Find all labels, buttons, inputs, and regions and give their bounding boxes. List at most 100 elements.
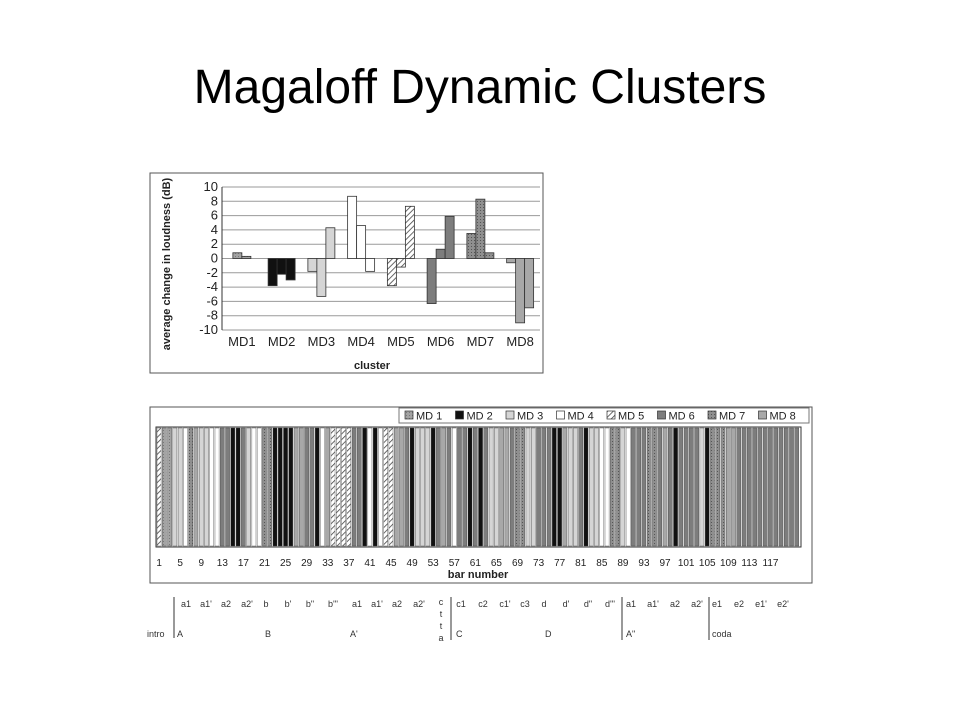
chart2-bar-md3 <box>177 427 183 547</box>
form-bottom-label: intro <box>147 629 165 639</box>
form-top-label: a2 <box>670 599 680 609</box>
chart1-bar-md6 <box>444 215 455 259</box>
chart2-bar-md6 <box>473 427 478 547</box>
chart1-bar-md1 <box>241 255 252 259</box>
chart2-bar-md2 <box>552 427 557 547</box>
chart1-x-tick: MD7 <box>467 334 494 349</box>
chart2-bar-md8 <box>325 427 330 547</box>
chart2-bar-md8 <box>399 427 404 547</box>
chart2-bar-md6 <box>689 427 694 547</box>
chart2-bar-md6 <box>794 427 800 547</box>
chart1-bar-md3 <box>316 258 327 297</box>
chart2-bar-md6 <box>578 427 583 547</box>
chart2-bar-md3 <box>531 427 536 547</box>
chart2-legend-swatch <box>707 410 717 420</box>
chart2-bar-md3 <box>198 427 204 547</box>
chart1-bar-md7 <box>475 198 486 259</box>
chart2-bar-md4 <box>251 427 257 547</box>
chart2-bar-md8 <box>562 427 568 547</box>
chart1-y-tick: 0 <box>211 251 218 266</box>
chart2-x-tick: 13 <box>217 558 229 569</box>
chart2-legend-box <box>398 407 810 424</box>
chart2-bar-md8 <box>393 427 399 547</box>
chart2-bar-md2 <box>314 427 320 547</box>
chart2-bar-md6 <box>483 427 489 547</box>
chart2-bar-md5 <box>388 427 394 547</box>
chart2-bar-md4 <box>378 427 383 547</box>
chart2-bar-md3 <box>573 427 578 547</box>
chart2-bar-md2 <box>272 427 278 547</box>
chart2-x-tick: 89 <box>617 558 629 569</box>
chart2-bar-md8 <box>504 427 510 547</box>
chart2-bar-md7 <box>615 427 620 547</box>
chart2-x-tick: 17 <box>238 558 250 569</box>
chart2-bar-md4 <box>599 427 605 547</box>
chart1-y-axis-title: average change in loudness (dB) <box>161 177 173 350</box>
form-top-label: b" <box>306 599 314 609</box>
chart2-x-tick: 45 <box>385 558 397 569</box>
chart2-x-tick: 73 <box>533 558 545 569</box>
chart2-bar-md6 <box>509 427 515 547</box>
chart1-y-tick: -6 <box>206 293 218 308</box>
chart2-bar-md6 <box>683 427 689 547</box>
chart1-bar-md6 <box>435 248 446 259</box>
form-top-label: d' <box>563 599 570 609</box>
chart2-bar-md6 <box>641 427 647 547</box>
chart2-bar-md5 <box>341 427 346 547</box>
chart1-x-tick: MD4 <box>347 334 374 349</box>
chart2-bar-md4 <box>625 427 631 547</box>
form-divider-lines <box>173 597 710 640</box>
form-top-label: c1 <box>456 599 466 609</box>
chart2-bar-md7 <box>715 427 720 547</box>
chart1-bar-md4 <box>347 195 358 259</box>
chart2-bar-md5 <box>335 427 341 547</box>
form-top-label: e1' <box>755 599 767 609</box>
chart2-x-axis-title: bar number <box>448 569 509 581</box>
form-top-label: d'" <box>605 599 615 609</box>
chart2-bar-md6 <box>783 427 789 547</box>
chart2-bar-md6 <box>762 427 768 547</box>
chart2-bar-md8 <box>293 427 299 547</box>
chart2-bars <box>156 427 800 547</box>
chart2-x-tick: 117 <box>763 558 779 569</box>
chart1-y-tick: 6 <box>211 208 218 223</box>
chart2-bar-md2 <box>673 427 678 547</box>
chart2-x-tick: 1 <box>156 558 162 569</box>
chart2-plot-border <box>155 426 802 548</box>
chart1-x-axis-title: cluster <box>354 360 391 372</box>
form-top-label: e2 <box>734 599 744 609</box>
chart1-bar-md8 <box>515 258 526 324</box>
chart2-bar-md2 <box>478 427 483 547</box>
chart2-bar-md6 <box>636 427 641 547</box>
chart2-bar-md2 <box>278 427 283 547</box>
chart2-bar-md4 <box>183 427 188 547</box>
form-top-label: a1 <box>181 599 191 609</box>
chart2-bar-md2 <box>288 427 294 547</box>
chart2-bar-md3 <box>699 427 705 547</box>
chart2-bar-md3 <box>172 427 178 547</box>
chart2-bar-md2 <box>235 427 241 547</box>
chart2-bar-md5 <box>346 427 352 547</box>
chart2-x-tick: 77 <box>554 558 566 569</box>
chart2-x-tick: 29 <box>301 558 313 569</box>
chart1-x-tick: MD5 <box>387 334 414 349</box>
chart2-bar-md6 <box>225 427 230 547</box>
chart2-legend-label: MD 5 <box>618 411 644 423</box>
chart2-bar-md3 <box>594 427 599 547</box>
chart2-bar-md7 <box>262 427 267 547</box>
chart2-bar-md3 <box>620 427 626 547</box>
chart2-bar-md7 <box>710 427 715 547</box>
chart1-bar-md8 <box>506 258 517 264</box>
chart2-legend-swatch <box>657 410 666 420</box>
form-top-label: e2' <box>777 599 789 609</box>
chart2-bar-md2 <box>372 427 378 547</box>
chart2-bar-md6 <box>304 427 309 547</box>
chart1-bar-md2 <box>285 258 296 281</box>
form-top-label: a2' <box>691 599 703 609</box>
chart2-bar-md7 <box>267 427 272 547</box>
